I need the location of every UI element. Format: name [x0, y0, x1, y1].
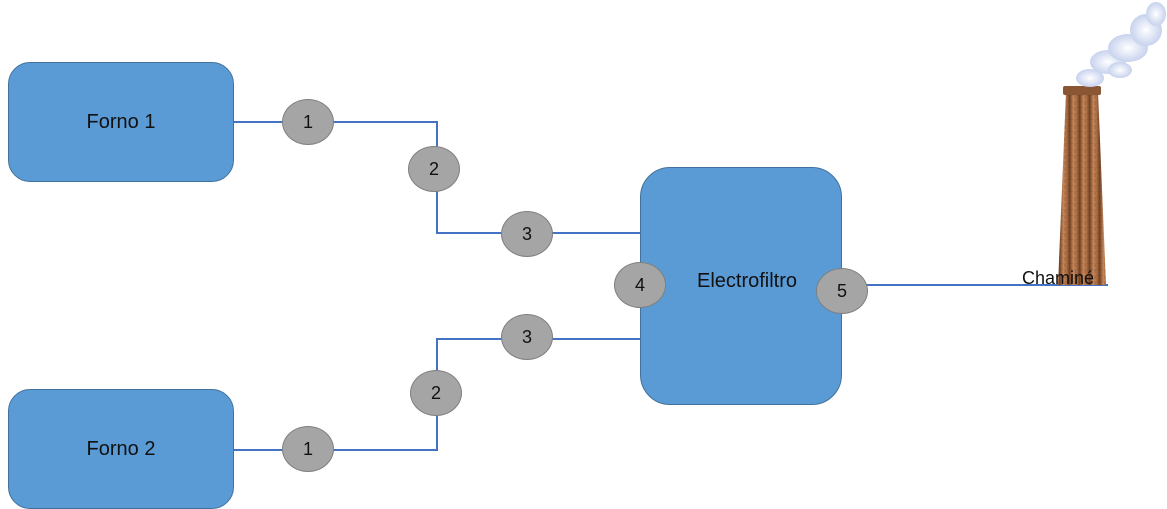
- chimney-with-smoke-icon: [1058, 2, 1166, 285]
- node-top-1: 1: [282, 99, 334, 145]
- electrofiltro-label: Electrofiltro: [696, 269, 798, 292]
- node-bottom-1: 1: [282, 426, 334, 472]
- node-top-3: 3: [501, 211, 553, 257]
- node-label: 4: [634, 274, 645, 295]
- forno-2-label: Forno 2: [86, 437, 156, 460]
- node-label: 3: [521, 326, 532, 347]
- node-label: 2: [428, 158, 439, 179]
- node-label: 2: [430, 382, 441, 403]
- node-bottom-3: 3: [501, 314, 553, 360]
- node-filter-5: 5: [816, 268, 868, 314]
- node-filter-4: 4: [614, 262, 666, 308]
- node-label: 1: [302, 111, 313, 132]
- electrofiltro-box: Electrofiltro: [640, 167, 842, 405]
- forno-1-box: Forno 1: [8, 62, 234, 182]
- node-label: 1: [302, 438, 313, 459]
- node-bottom-2: 2: [410, 370, 462, 416]
- forno-2-box: Forno 2: [8, 389, 234, 509]
- chimney-label: Chaminé: [1022, 268, 1095, 288]
- node-label: 5: [836, 280, 847, 301]
- node-label: 3: [521, 223, 532, 244]
- forno-1-label: Forno 1: [86, 110, 156, 133]
- node-top-2: 2: [408, 146, 460, 192]
